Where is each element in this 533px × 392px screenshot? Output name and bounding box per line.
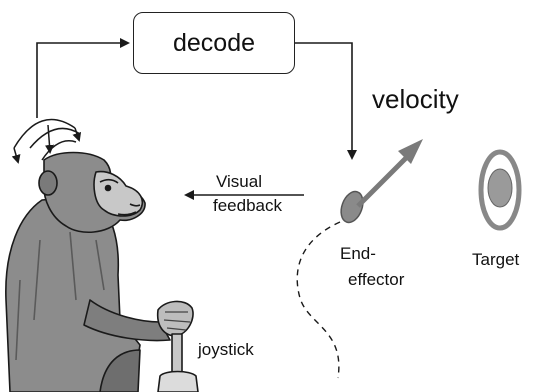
velocity-label: velocity (372, 84, 459, 114)
end-effector-label-line2: effector (348, 270, 405, 289)
effector-trajectory (296, 221, 341, 379)
visual-feedback-label-line1: Visual (216, 172, 262, 191)
brain-to-decode-arrow (36, 38, 130, 118)
monkey-illustration (5, 151, 199, 392)
target-center (487, 168, 513, 208)
velocity-arrow (356, 139, 423, 208)
neural-recording-arcs (11, 118, 82, 164)
target-label: Target (472, 250, 520, 269)
end-effector-label-line1: End- (340, 244, 376, 263)
decode-to-effector-arrow (295, 42, 357, 160)
decode-label: decode (172, 28, 256, 57)
decode-box: decode (133, 12, 295, 74)
joystick-label: joystick (198, 340, 254, 359)
end-effector (340, 190, 364, 224)
visual-feedback-label-line2: feedback (213, 196, 282, 215)
